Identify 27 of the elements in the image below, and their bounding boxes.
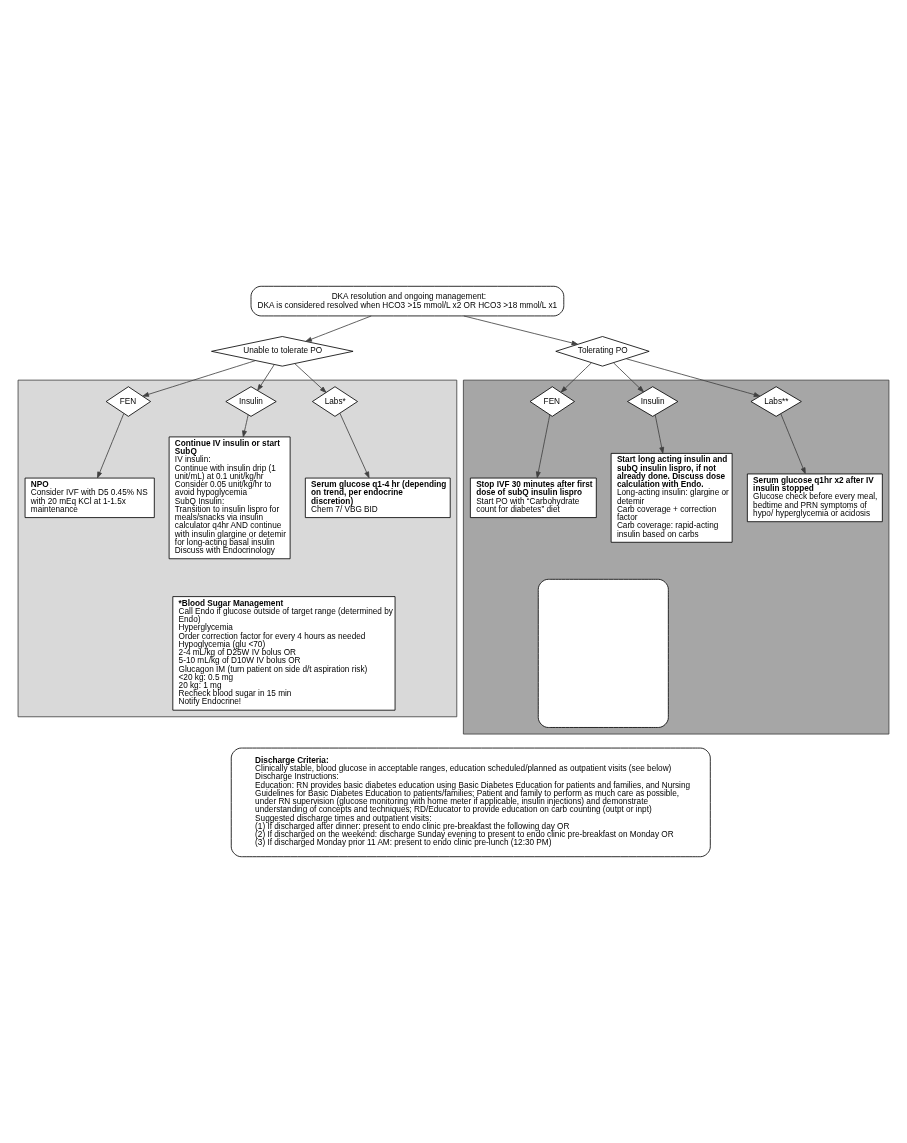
arrow [654,414,665,454]
node-box: Stop IVF 30 minutes after first dose of subQ insulin lispro Start PO with “Carbohydrate count for diabetes” diet [469,477,597,518]
arrow [535,414,551,479]
arrow [463,315,579,346]
arrow [612,362,644,393]
arrow [257,364,275,391]
arrow [305,315,372,342]
arrow [560,362,592,393]
arrow [142,360,256,397]
node-box: Discharge Criteria: Clinically stable, blood glucose in acceptable ranges, education scheduled/planned as outpatient visits (see below) Discharge Instructions: Education: RN provides basic diabetes education using Basic Diabetes Education for patients and families, and Nursing Guidelines for Basic Diabetes Education to patients/families; Patient and family to perform as much care as possible, under RN supervision (glucose monitoring with home meter if applicable, insulin injections) and demonstrate understanding of concepts and techniques; RD/Educator to provide education on carb counting (outpt or inpt) Suggested discharge times and outpatient visits: (1) If discharged after dinner: present to endo clinic pre-breakfast the following day OR (2) If discharged on the weekend: discharge Sunday evening to present to endo clinic pre-breakfast on Monday OR (3) If discharged Monday prior 11 AM: present to endo clinic pre-lunch (12:30 PM) [230,747,711,858]
node-box: *Blood Sugar Management Call Endo if glucose outside of target range (determined by Endo) Hyperglycemia Order correction factor for every 4 hours as needed Hypoglycemia (glu <70) 2-4 mL/kg of D25W IV bolus OR 5-10 mL/kg of D10W IV bolus OR Glucagon IM (turn patient on side d/t aspiration risk) <20 kg: 0.5 mg 20 kg: 1 mg Recheck blood sugar in 15 min Notify Endocrine! [172,596,396,711]
arrow [242,414,249,438]
node-box: Continue IV insulin or start SubQ IV insulin: Continue with insulin drip (1 unit/mL) at 0.1 unit/kg/hr Consider 0.05 unit/kg/hr to avoid hypoglycemia SubQ Insulin: Transition to insulin lispro for meals/snacks via insulin calculator q4hr AND continue with insulin glargine or detemir for long-acting basal insulin Discuss with Endocrinology [168,436,291,560]
arrow [97,413,125,479]
arrow [625,358,761,397]
cluster [462,379,890,735]
node-box: DKA resolution and ongoing management: DKA is considered resolved when HCO3 >15 mmol/L x2 OR HCO3 >18 mmol/L x1 [250,285,565,317]
arrow [780,413,806,475]
arrow [339,412,370,479]
arrow [294,363,327,393]
node-box: NPO Consider IVF with D5 0.45% NS with 20 mEq KCl at 1-1.5x maintenance [24,477,155,518]
node-box [537,578,669,728]
cluster [17,379,458,718]
node-box: Serum glucose q1hr x2 after IV insulin stopped Glucose check before every meal, bedtime and PRN symptoms of hypo/ hyperglycemia or acidosis [746,473,883,523]
node-diamond: Tolerating PO [555,336,650,367]
node-box: Start long acting insulin and subQ insulin lispro, if not already done. Discuss dose calculation with Endo. Long-acting insulin: glargine or detemir Carb coverage + correction factor Carb coverage: rapid-acting insulin based on carbs [610,452,733,543]
node-box: Serum glucose q1-4 hr (depending on trend, per endocrine discretion) Chem 7/ VBG BID [304,477,451,518]
